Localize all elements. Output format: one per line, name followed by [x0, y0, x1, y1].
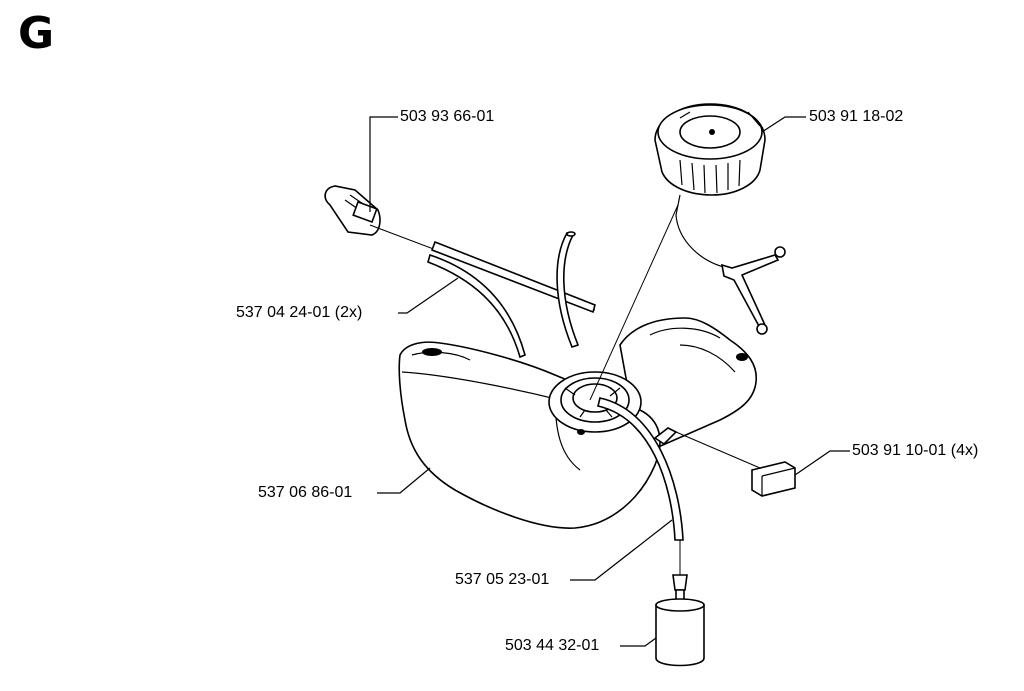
fuel-hose-filter-drawing	[589, 204, 684, 575]
section-letter: G	[18, 8, 55, 59]
fuel-cap-drawing	[654, 103, 786, 335]
part-number-fuel-hose-filter: 537 05 23-01	[455, 571, 550, 588]
part-number-tank-damper: 503 91 10-01 (4x)	[852, 442, 979, 459]
part-number-fuel-hose: 537 04 24-01 (2x)	[236, 304, 363, 321]
fuel-hose-drawing	[369, 224, 596, 359]
primer-bulb-drawing	[324, 185, 381, 236]
tank-damper-drawing	[675, 431, 796, 497]
part-number-fuel-cap: 503 91 18-02	[809, 108, 904, 125]
part-number-fuel-filter: 503 44 32-01	[505, 637, 600, 654]
part-number-primer-bulb: 503 93 66-01	[400, 108, 495, 125]
part-number-fuel-tank: 537 06 86-01	[258, 484, 353, 501]
fuel-filter-drawing	[655, 574, 705, 667]
fuel-tank-drawing	[398, 317, 757, 529]
leader-lines	[369, 116, 850, 647]
